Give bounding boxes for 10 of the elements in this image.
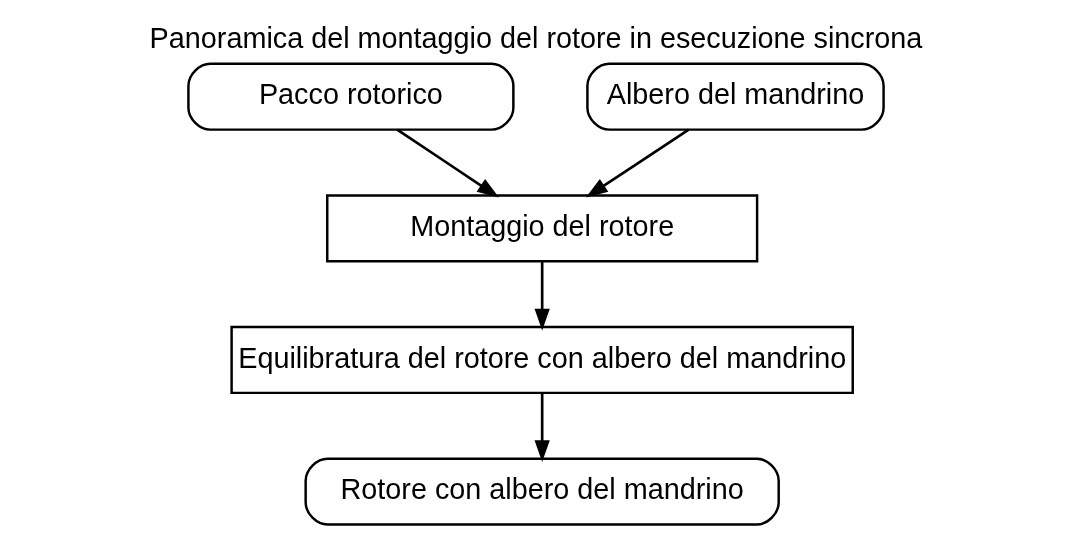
node-box: Equilibratura del rotore con albero del mandrino: [229, 325, 854, 395]
node-box: Montaggio del rotore: [325, 194, 758, 263]
arrow: [395, 128, 499, 198]
arrow: [534, 392, 550, 463]
node-box: Pacco rotorico: [186, 62, 515, 131]
diagram-title: Panoramica del montaggio del rotore in esecuzione sincrona: [149, 21, 922, 54]
node-box: Rotore con albero del mandrino: [303, 457, 780, 526]
arrow: [585, 128, 689, 198]
arrow: [534, 261, 550, 331]
node-box: Albero del mandrino: [585, 62, 885, 131]
